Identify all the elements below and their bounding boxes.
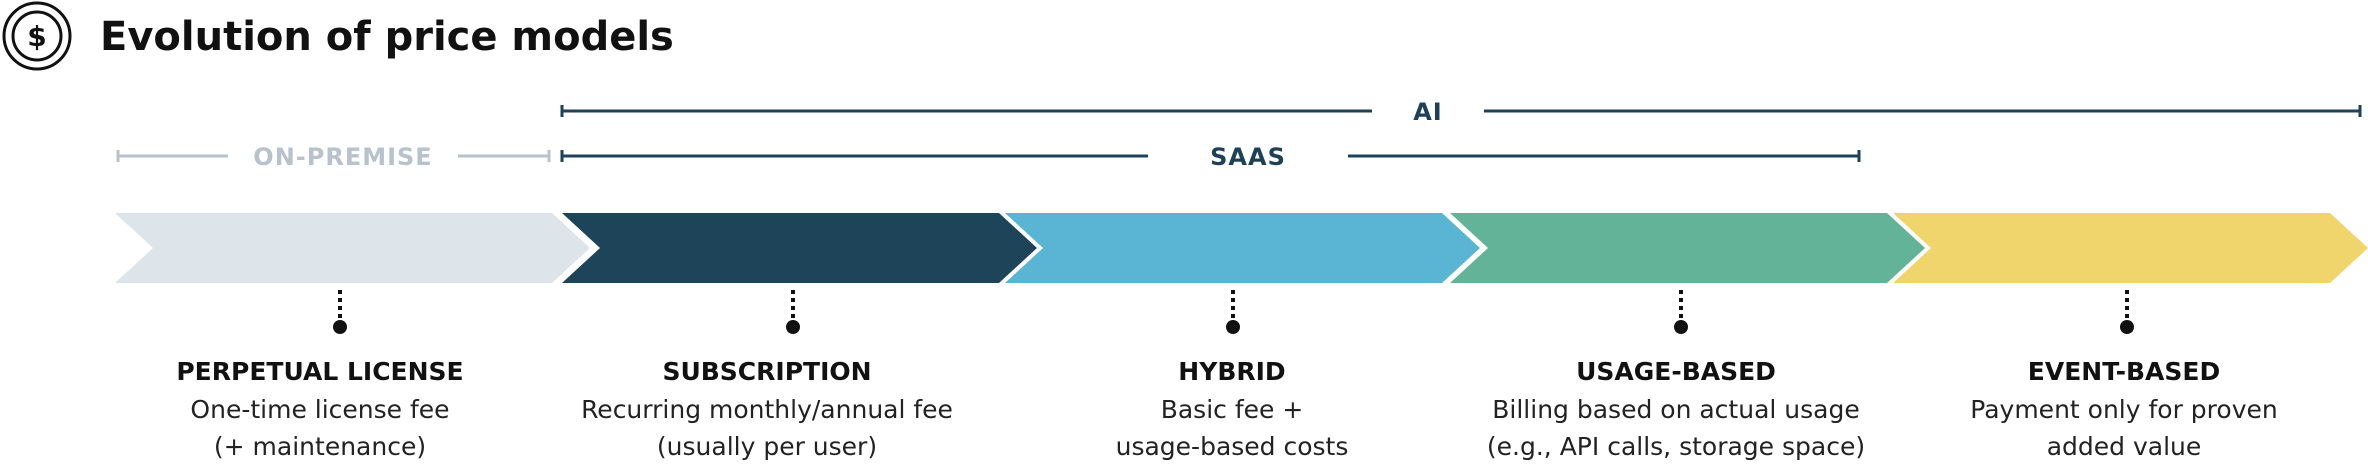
bracket-ai-label: AI (1413, 98, 1443, 126)
stage-title: USAGE-BASED (1576, 357, 1776, 386)
bracket-on-premise: ON-PREMISE (116, 143, 551, 171)
stage-usage-based: USAGE-BASED Billing based on actual usag… (1487, 357, 1865, 461)
bracket-ai: AI (560, 98, 2362, 126)
bracket-saas: SAAS (560, 143, 1861, 171)
stage-title: EVENT-BASED (2028, 357, 2220, 386)
connector-perpetual-license (333, 290, 347, 334)
chevron-subscription (562, 213, 1037, 283)
svg-text:$: $ (27, 20, 46, 53)
dollar-coin-icon: $ (2, 1, 72, 71)
era-brackets: AI SAAS ON-PREMISE (116, 98, 2362, 171)
stage-title: PERPETUAL LICENSE (176, 357, 463, 386)
stage-title: HYBRID (1178, 357, 1285, 386)
bracket-on-premise-label: ON-PREMISE (253, 143, 432, 171)
connector-hybrid (1226, 290, 1240, 334)
connector-subscription (786, 290, 800, 334)
stage-title: SUBSCRIPTION (662, 357, 871, 386)
stage-description-line2: (+ maintenance) (214, 432, 426, 461)
connector-dot (1226, 320, 1240, 334)
stage-description-line1: Basic fee + (1161, 395, 1304, 424)
chevron-timeline (115, 213, 2368, 283)
stage-description-line1: One-time license fee (190, 395, 449, 424)
stage-description-line1: Billing based on actual usage (1492, 395, 1859, 424)
connector-dot (1674, 320, 1688, 334)
stage-description-line1: Payment only for proven (1970, 395, 2277, 424)
stage-description-line1: Recurring monthly/annual fee (581, 395, 953, 424)
stage-description-line2: usage-based costs (1116, 432, 1349, 461)
connector-dot (2120, 320, 2134, 334)
page-title: Evolution of price models (100, 14, 674, 60)
connector-usage-based (1674, 290, 1688, 334)
stage-description-line2: (usually per user) (657, 432, 877, 461)
stage-event-based: EVENT-BASED Payment only for proven adde… (1970, 357, 2277, 461)
connector-dot (786, 320, 800, 334)
stage-description-line2: added value (2047, 432, 2202, 461)
stage-description-line2: (e.g., API calls, storage space) (1487, 432, 1865, 461)
stage-subscription: SUBSCRIPTION Recurring monthly/annual fe… (581, 357, 953, 461)
connector-dot (333, 320, 347, 334)
stage-labels: PERPETUAL LICENSE One-time license fee (… (176, 357, 2277, 461)
chevron-event-based (1893, 213, 2368, 283)
chevron-usage-based (1450, 213, 1925, 283)
stage-perpetual-license: PERPETUAL LICENSE One-time license fee (… (176, 357, 463, 461)
stage-connectors (333, 290, 2134, 334)
chevron-hybrid (1005, 213, 1480, 283)
connector-event-based (2120, 290, 2134, 334)
bracket-saas-label: SAAS (1210, 143, 1286, 171)
stage-hybrid: HYBRID Basic fee + usage-based costs (1116, 357, 1349, 461)
chevron-perpetual-license (115, 213, 590, 283)
